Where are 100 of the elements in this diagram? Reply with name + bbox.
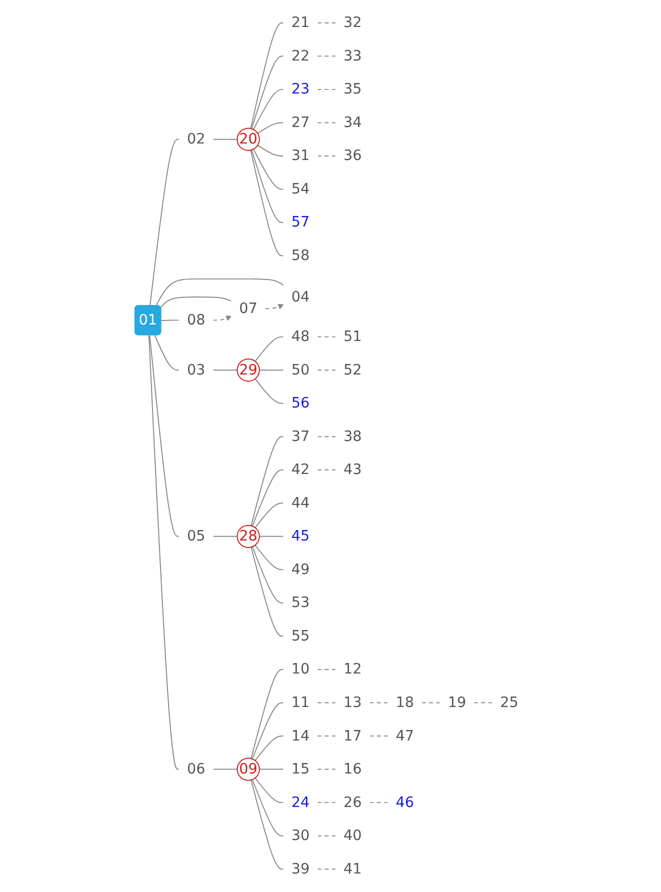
- connector: [258, 768, 284, 770]
- node-text: 31: [291, 148, 310, 164]
- node-text: 38: [344, 428, 362, 445]
- node-text: 35: [344, 81, 362, 98]
- node-text: 48: [291, 328, 310, 345]
- connector: [369, 802, 388, 804]
- node-text: 14: [291, 728, 310, 744]
- connector: [316, 768, 336, 770]
- node-text: 25: [500, 694, 518, 711]
- node-text: 32: [344, 14, 362, 32]
- connector: [250, 22, 284, 129]
- node-text: 12: [344, 661, 362, 678]
- connector: [254, 778, 284, 804]
- connector: [252, 546, 284, 604]
- connector: [252, 779, 284, 836]
- connector: [257, 122, 284, 134]
- connector: [250, 150, 284, 256]
- node-text: 26: [344, 794, 362, 811]
- node-text: 49: [291, 562, 310, 578]
- node-circle: 20: [236, 128, 260, 151]
- node-text: 03: [186, 362, 206, 378]
- connector: [369, 736, 388, 737]
- node-text: 15: [291, 761, 310, 778]
- connector: [254, 544, 284, 570]
- connector: [316, 155, 336, 156]
- connector: [250, 546, 284, 637]
- connector: [316, 336, 336, 338]
- connector: [258, 536, 284, 537]
- connector: [254, 378, 284, 404]
- node-text: 45: [291, 528, 310, 545]
- node-text: 18: [396, 694, 414, 711]
- node-text: 37: [291, 428, 310, 445]
- connector: [251, 149, 284, 223]
- node-text: 10: [291, 661, 310, 678]
- node-text: 23: [291, 81, 310, 98]
- connector: [316, 88, 336, 90]
- connector: [149, 334, 180, 537]
- connector: [254, 502, 284, 528]
- node-text: 04: [291, 288, 310, 306]
- connector: [258, 370, 284, 371]
- connector: [149, 138, 180, 306]
- connector: [156, 278, 284, 306]
- node-text: 54: [291, 181, 310, 198]
- node-text: 24: [291, 794, 310, 811]
- connector: [474, 702, 493, 704]
- connector: [250, 436, 284, 526]
- connector: [257, 144, 284, 156]
- connector: [160, 320, 180, 321]
- node-text: 51: [344, 328, 362, 345]
- node-text: 08: [186, 312, 206, 328]
- connector: [252, 702, 284, 760]
- connector: [212, 138, 238, 140]
- connector: [154, 334, 180, 371]
- connector: [316, 669, 336, 670]
- node-text: 27: [291, 114, 310, 131]
- node-text: 44: [291, 495, 310, 512]
- node-text: 58: [291, 248, 310, 264]
- arrow: [264, 304, 284, 310]
- connector: [160, 296, 232, 308]
- node-text: 52: [344, 362, 362, 378]
- node-text: 50: [291, 362, 310, 378]
- connector: [369, 702, 388, 704]
- node-text: 39: [291, 860, 310, 878]
- node-text: 05: [186, 528, 206, 545]
- node-circle: 09: [236, 758, 260, 781]
- node-text: 13: [344, 694, 362, 711]
- node-text: 33: [344, 48, 362, 64]
- connector: [316, 835, 336, 836]
- connector: [148, 334, 180, 770]
- node-text: 30: [291, 828, 310, 844]
- connector: [252, 88, 284, 130]
- connector: [252, 148, 284, 190]
- connector: [316, 436, 336, 438]
- node-text: 40: [344, 828, 362, 844]
- connector: [252, 469, 284, 527]
- connector: [212, 768, 238, 770]
- node-text: 34: [344, 114, 362, 131]
- node-text: 22: [291, 48, 310, 64]
- connector: [316, 122, 336, 124]
- connector: [316, 868, 336, 870]
- node-text: 19: [448, 694, 466, 711]
- connector: [316, 469, 336, 470]
- node-text: 17: [344, 728, 362, 744]
- node-text: 36: [344, 148, 362, 164]
- connector: [212, 370, 238, 371]
- node-text: 16: [344, 761, 362, 778]
- connector: [251, 56, 284, 130]
- connector: [316, 22, 336, 24]
- node-text: 07: [239, 300, 258, 317]
- connector: [254, 736, 284, 762]
- connector: [316, 56, 336, 57]
- connector: [254, 336, 284, 362]
- node-circle: 29: [236, 358, 260, 382]
- node-text: 02: [186, 131, 206, 148]
- connector: [250, 780, 284, 870]
- node-text: 06: [186, 761, 206, 778]
- node-text: 55: [291, 628, 310, 644]
- node-text: 56: [291, 395, 310, 412]
- node-text: 42: [291, 462, 310, 478]
- connector: [316, 802, 336, 804]
